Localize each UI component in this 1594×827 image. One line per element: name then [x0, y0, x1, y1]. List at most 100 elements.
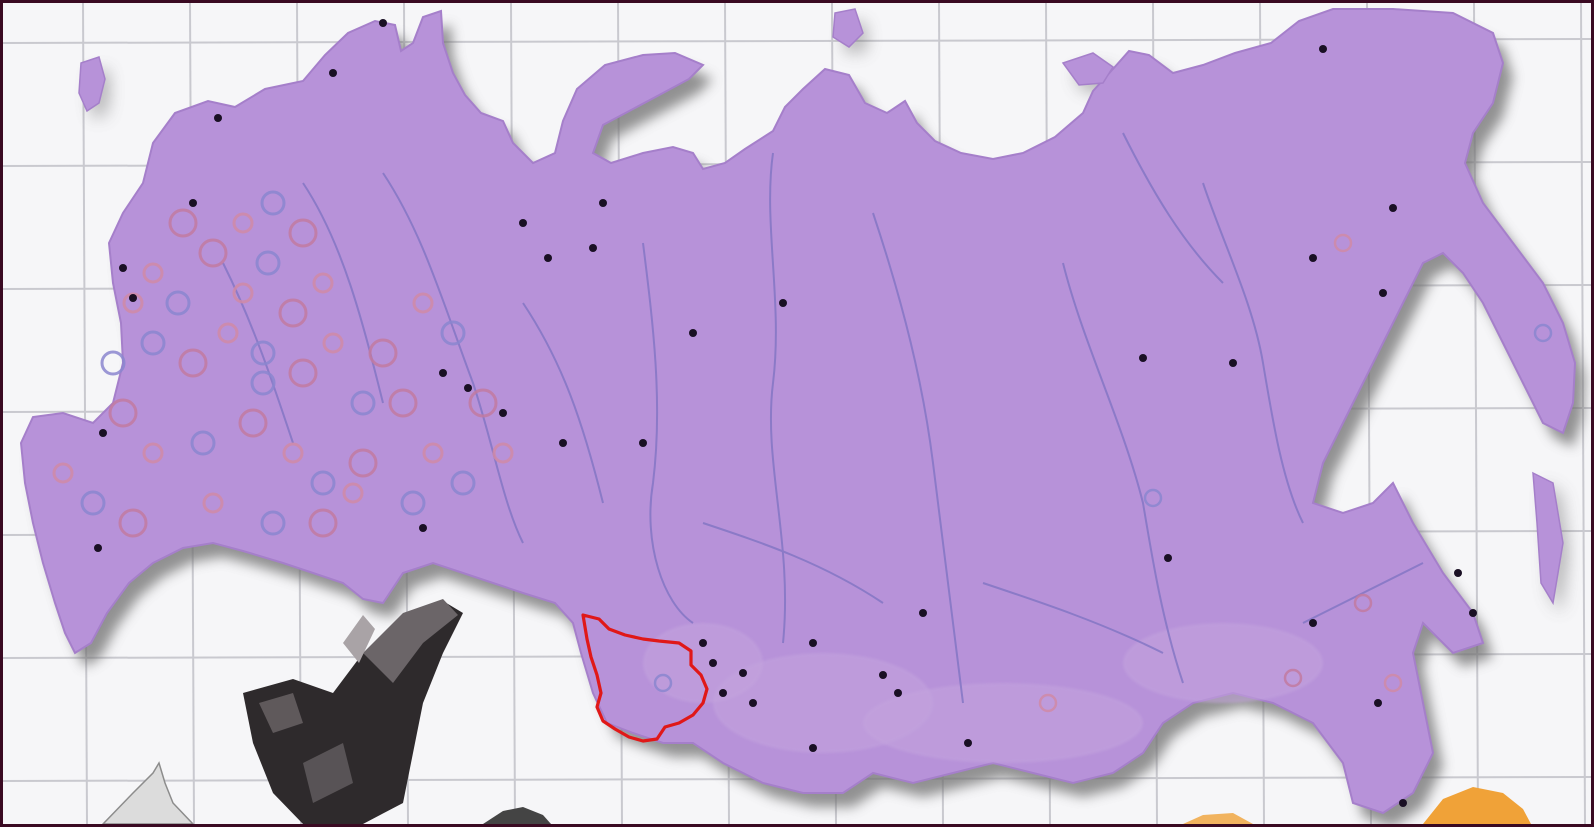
- resource-symbol: [400, 490, 426, 516]
- river-line: [302, 182, 384, 404]
- city-marker: [1164, 554, 1172, 562]
- resource-symbol: [238, 408, 268, 438]
- resource-symbol: [260, 510, 286, 536]
- resource-symbol: [250, 370, 276, 396]
- city-marker: [1379, 289, 1387, 297]
- city-marker: [1319, 45, 1327, 53]
- city-marker: [1374, 699, 1382, 707]
- resource-symbol: [312, 272, 334, 294]
- river-line: [702, 522, 884, 604]
- resource-symbols: [52, 190, 1553, 713]
- city-marker: [599, 199, 607, 207]
- city-marker: [639, 439, 647, 447]
- city-marker: [1389, 204, 1397, 212]
- tower-sketch-decoration: [101, 761, 195, 824]
- resource-symbol: [198, 238, 228, 268]
- resource-symbol: [412, 292, 434, 314]
- resource-symbol: [1383, 673, 1403, 693]
- river-line: [1202, 182, 1304, 524]
- city-marker: [719, 689, 727, 697]
- city-marker: [119, 264, 127, 272]
- island: [1061, 52, 1115, 86]
- city-marker: [419, 524, 427, 532]
- city-marker: [739, 669, 747, 677]
- city-marker: [1399, 799, 1407, 807]
- resource-symbol: [250, 340, 276, 366]
- map-frame: [3, 3, 1591, 824]
- resource-symbol: [348, 448, 378, 478]
- city-marker: [809, 744, 817, 752]
- city-marker: [519, 219, 527, 227]
- resource-symbol: [308, 508, 338, 538]
- crystal-facet: [259, 693, 303, 733]
- city-marker: [129, 294, 137, 302]
- city-marker: [439, 369, 447, 377]
- crystal-facet: [363, 599, 458, 683]
- resource-symbol: [168, 208, 198, 238]
- resource-symbol: [142, 262, 164, 284]
- river-line: [982, 582, 1164, 654]
- resource-symbol: [422, 442, 444, 464]
- resource-symbol: [190, 430, 216, 456]
- map-canvas: [3, 3, 1591, 824]
- city-marker: [1309, 619, 1317, 627]
- resource-symbol: [1353, 593, 1373, 613]
- river-line: [769, 152, 786, 644]
- city-marker: [589, 244, 597, 252]
- crystal-facet: [303, 743, 353, 803]
- city-marker: [964, 739, 972, 747]
- resource-symbol: [282, 442, 304, 464]
- resource-symbol: [288, 218, 318, 248]
- resource-symbol: [1038, 693, 1058, 713]
- orange-flower-decoration: [1423, 787, 1531, 824]
- river-line: [1302, 562, 1424, 624]
- river-line: [222, 262, 294, 444]
- mineral-crystal-illustration: [243, 599, 463, 824]
- city-marker: [189, 199, 197, 207]
- city-marker: [779, 299, 787, 307]
- city-marker: [379, 19, 387, 27]
- resource-symbol: [142, 442, 164, 464]
- river-line: [382, 172, 524, 544]
- resource-symbol: [178, 348, 208, 378]
- city-marker: [709, 659, 717, 667]
- city-marker: [214, 114, 222, 122]
- resource-symbol: [310, 470, 336, 496]
- landmass: [19, 8, 1577, 815]
- resource-symbol: [118, 508, 148, 538]
- city-marker: [99, 429, 107, 437]
- resource-symbol: [492, 442, 514, 464]
- river-line: [522, 302, 604, 504]
- resource-symbol: [1333, 233, 1353, 253]
- city-marker: [689, 329, 697, 337]
- resource-symbol: [232, 212, 254, 234]
- river-line: [872, 212, 964, 704]
- resource-symbol: [1533, 323, 1553, 343]
- resource-symbol: [288, 358, 318, 388]
- crystal-facet: [343, 615, 375, 663]
- city-marker: [544, 254, 552, 262]
- city-marker: [1469, 609, 1477, 617]
- resource-symbol: [440, 320, 466, 346]
- island: [1532, 471, 1564, 606]
- resource-symbol: [202, 492, 224, 514]
- resource-symbol: [52, 462, 74, 484]
- grid-line-vertical: [82, 3, 88, 824]
- resource-symbol: [80, 490, 106, 516]
- city-marker: [559, 439, 567, 447]
- resource-symbol: [232, 282, 254, 304]
- resource-symbol: [255, 250, 281, 276]
- steppe-patch: [863, 683, 1143, 763]
- resource-symbol: [342, 482, 364, 504]
- city-marker: [1309, 254, 1317, 262]
- corner-decorations: [101, 761, 1531, 824]
- resource-symbol: [260, 190, 286, 216]
- resource-symbol: [1143, 488, 1163, 508]
- resource-symbol: [653, 673, 673, 693]
- resource-symbol: [322, 332, 344, 354]
- highlighted-region-outline[interactable]: [581, 613, 709, 743]
- resource-symbol: [468, 388, 498, 418]
- city-marker: [1454, 569, 1462, 577]
- city-marker: [699, 639, 707, 647]
- resource-symbol: [450, 470, 476, 496]
